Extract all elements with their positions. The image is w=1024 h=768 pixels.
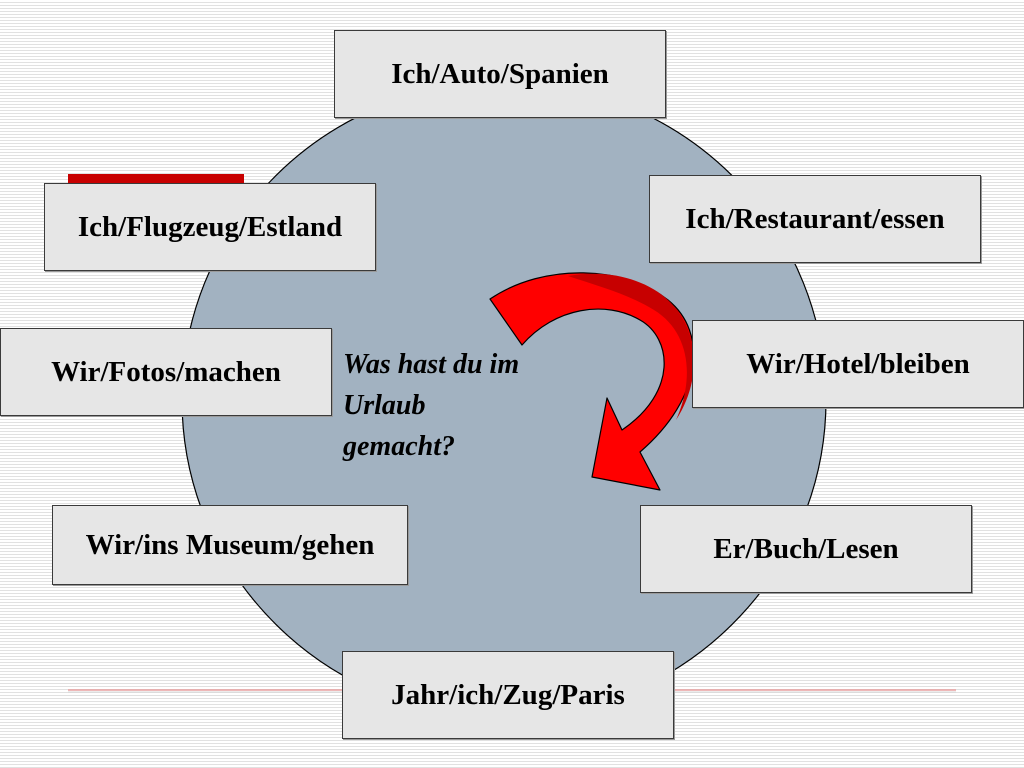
prompt-box-er-buch-lesen: Er/Buch/Lesen: [640, 505, 972, 593]
curved-arrow-shade: [568, 273, 694, 420]
center-question-line-2: Urlaub: [343, 390, 426, 421]
prompt-box-wir-ins-museum-gehen: Wir/ins Museum/gehen: [52, 505, 408, 585]
prompt-box-ich-auto-spanien: Ich/Auto/Spanien: [334, 30, 666, 118]
red-accent-bar: [68, 174, 244, 184]
center-question-line-1: Was hast du im: [343, 349, 520, 380]
curved-arrow: [489, 272, 695, 491]
center-question: Was hast du im Urlaub gemacht?: [343, 344, 583, 467]
prompt-box-jahr-ich-zug-paris: Jahr/ich/Zug/Paris: [342, 651, 674, 739]
center-question-line-3: gemacht?: [343, 431, 455, 462]
prompt-box-ich-flugzeug-estland: Ich/Flugzeug/Estland: [44, 183, 376, 271]
prompt-box-ich-restaurant-essen: Ich/Restaurant/essen: [649, 175, 981, 263]
prompt-box-wir-hotel-bleiben: Wir/Hotel/bleiben: [692, 320, 1024, 408]
prompt-box-wir-fotos-machen: Wir/Fotos/machen: [0, 328, 332, 416]
